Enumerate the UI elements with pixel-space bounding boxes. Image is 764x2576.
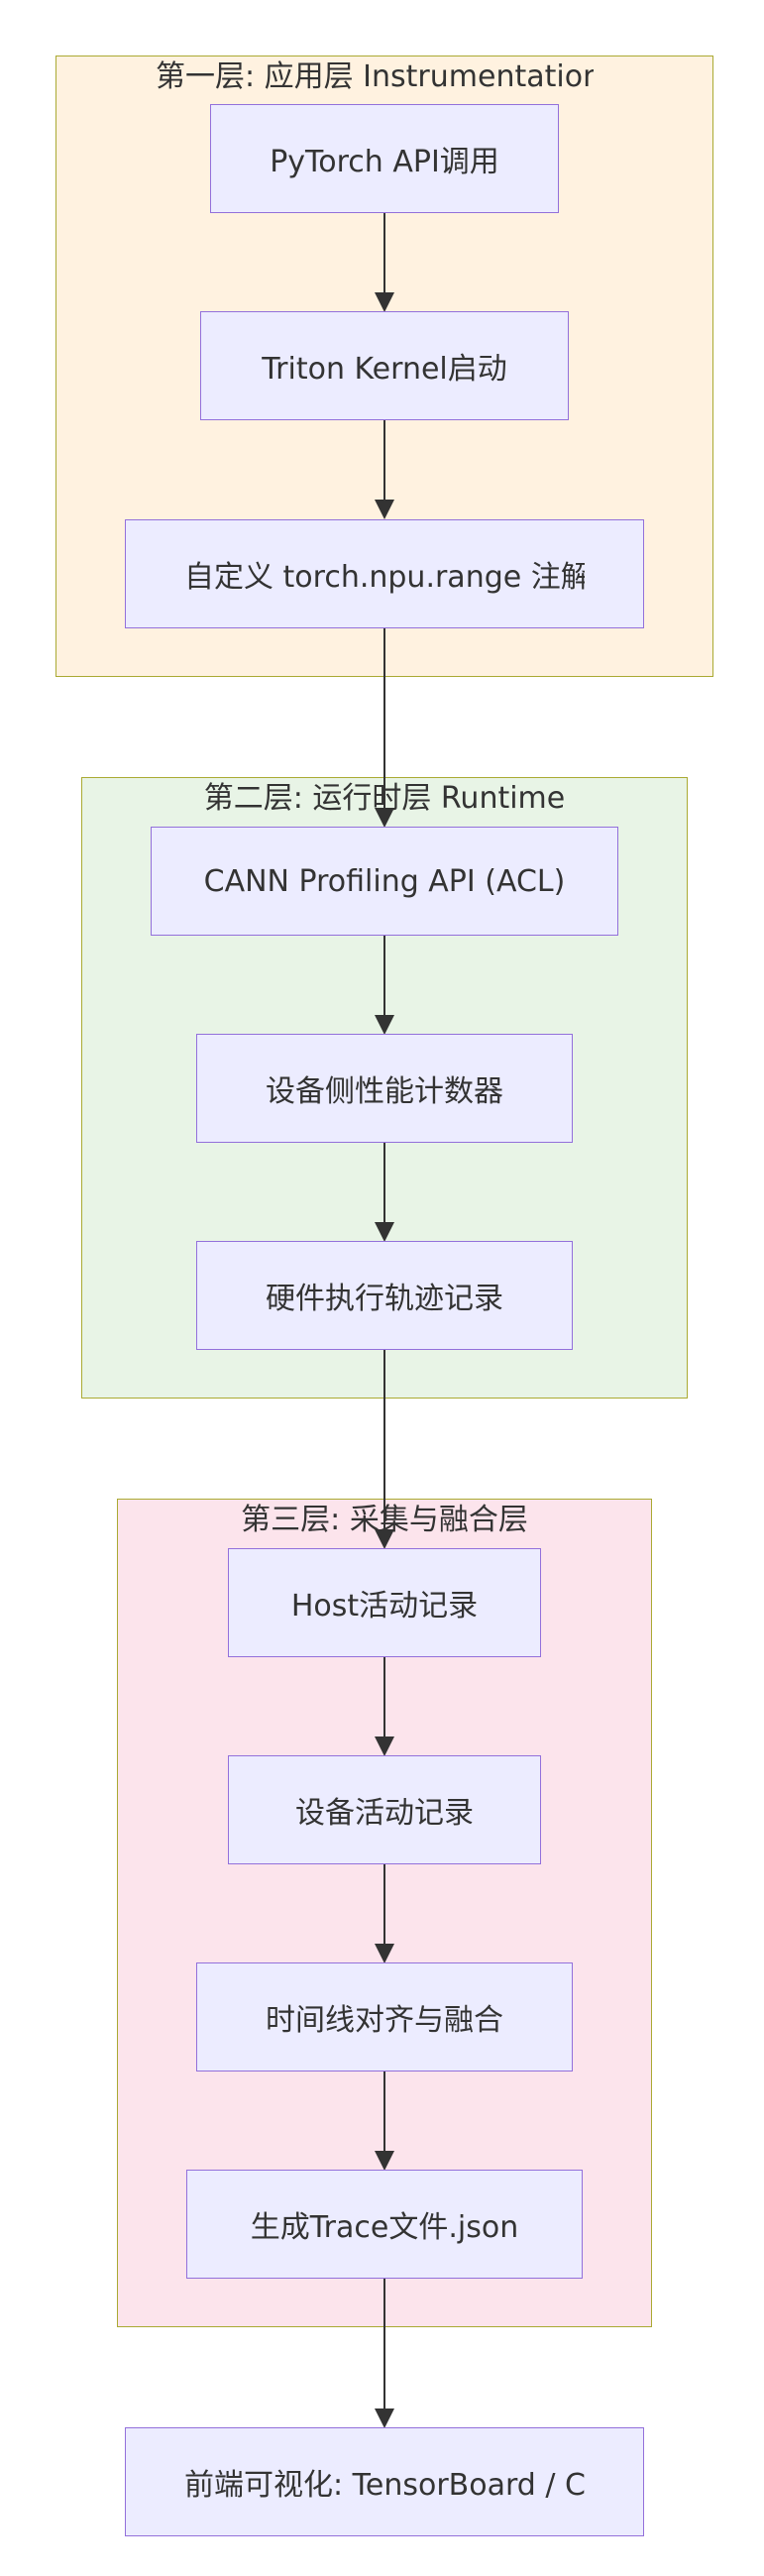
node-frontend-vis: 前端可视化: TensorBoard / Chrome Tracing bbox=[125, 2427, 644, 2536]
node-frontend-vis-label: 前端可视化: TensorBoard / Chrome Tracing bbox=[184, 2468, 585, 2503]
node-timeline-merge-label: 时间线对齐与融合 bbox=[266, 2003, 503, 2038]
node-device-activity: 设备活动记录 bbox=[228, 1755, 541, 1864]
node-custom-range-label: 自定义 torch.npu.range 注解 bbox=[184, 560, 585, 595]
node-gen-trace-label: 生成Trace文件.json bbox=[250, 2210, 519, 2245]
node-device-counters: 设备侧性能计数器 bbox=[196, 1034, 573, 1143]
node-device-activity-label: 设备活动记录 bbox=[295, 1796, 474, 1831]
node-device-counters-label: 设备侧性能计数器 bbox=[266, 1074, 503, 1109]
node-triton-kernel: Triton Kernel启动 bbox=[200, 311, 569, 420]
node-timeline-merge: 时间线对齐与融合 bbox=[196, 1962, 573, 2072]
cluster-layer2-title: 第二层: 运行时层 Runtime bbox=[203, 781, 566, 816]
node-host-activity-label: Host活动记录 bbox=[290, 1589, 479, 1624]
node-pytorch-api-label: PyTorch API调用 bbox=[270, 145, 499, 179]
cluster-layer3-title: 第三层: 采集与融合层 bbox=[241, 1503, 528, 1537]
node-hw-trace: 硬件执行轨迹记录 bbox=[196, 1241, 573, 1350]
cluster-layer1-title: 第一层: 应用层 Instrumentation bbox=[156, 59, 594, 94]
node-triton-kernel-label: Triton Kernel启动 bbox=[262, 352, 507, 387]
node-gen-trace: 生成Trace文件.json bbox=[186, 2170, 583, 2279]
node-custom-range: 自定义 torch.npu.range 注解 bbox=[125, 519, 644, 628]
node-host-activity: Host活动记录 bbox=[228, 1548, 541, 1657]
node-cann-profiling: CANN Profiling API (ACL) bbox=[151, 827, 618, 936]
node-hw-trace-label: 硬件执行轨迹记录 bbox=[266, 1282, 503, 1316]
node-pytorch-api: PyTorch API调用 bbox=[210, 104, 559, 213]
node-cann-profiling-label: CANN Profiling API (ACL) bbox=[203, 863, 566, 899]
